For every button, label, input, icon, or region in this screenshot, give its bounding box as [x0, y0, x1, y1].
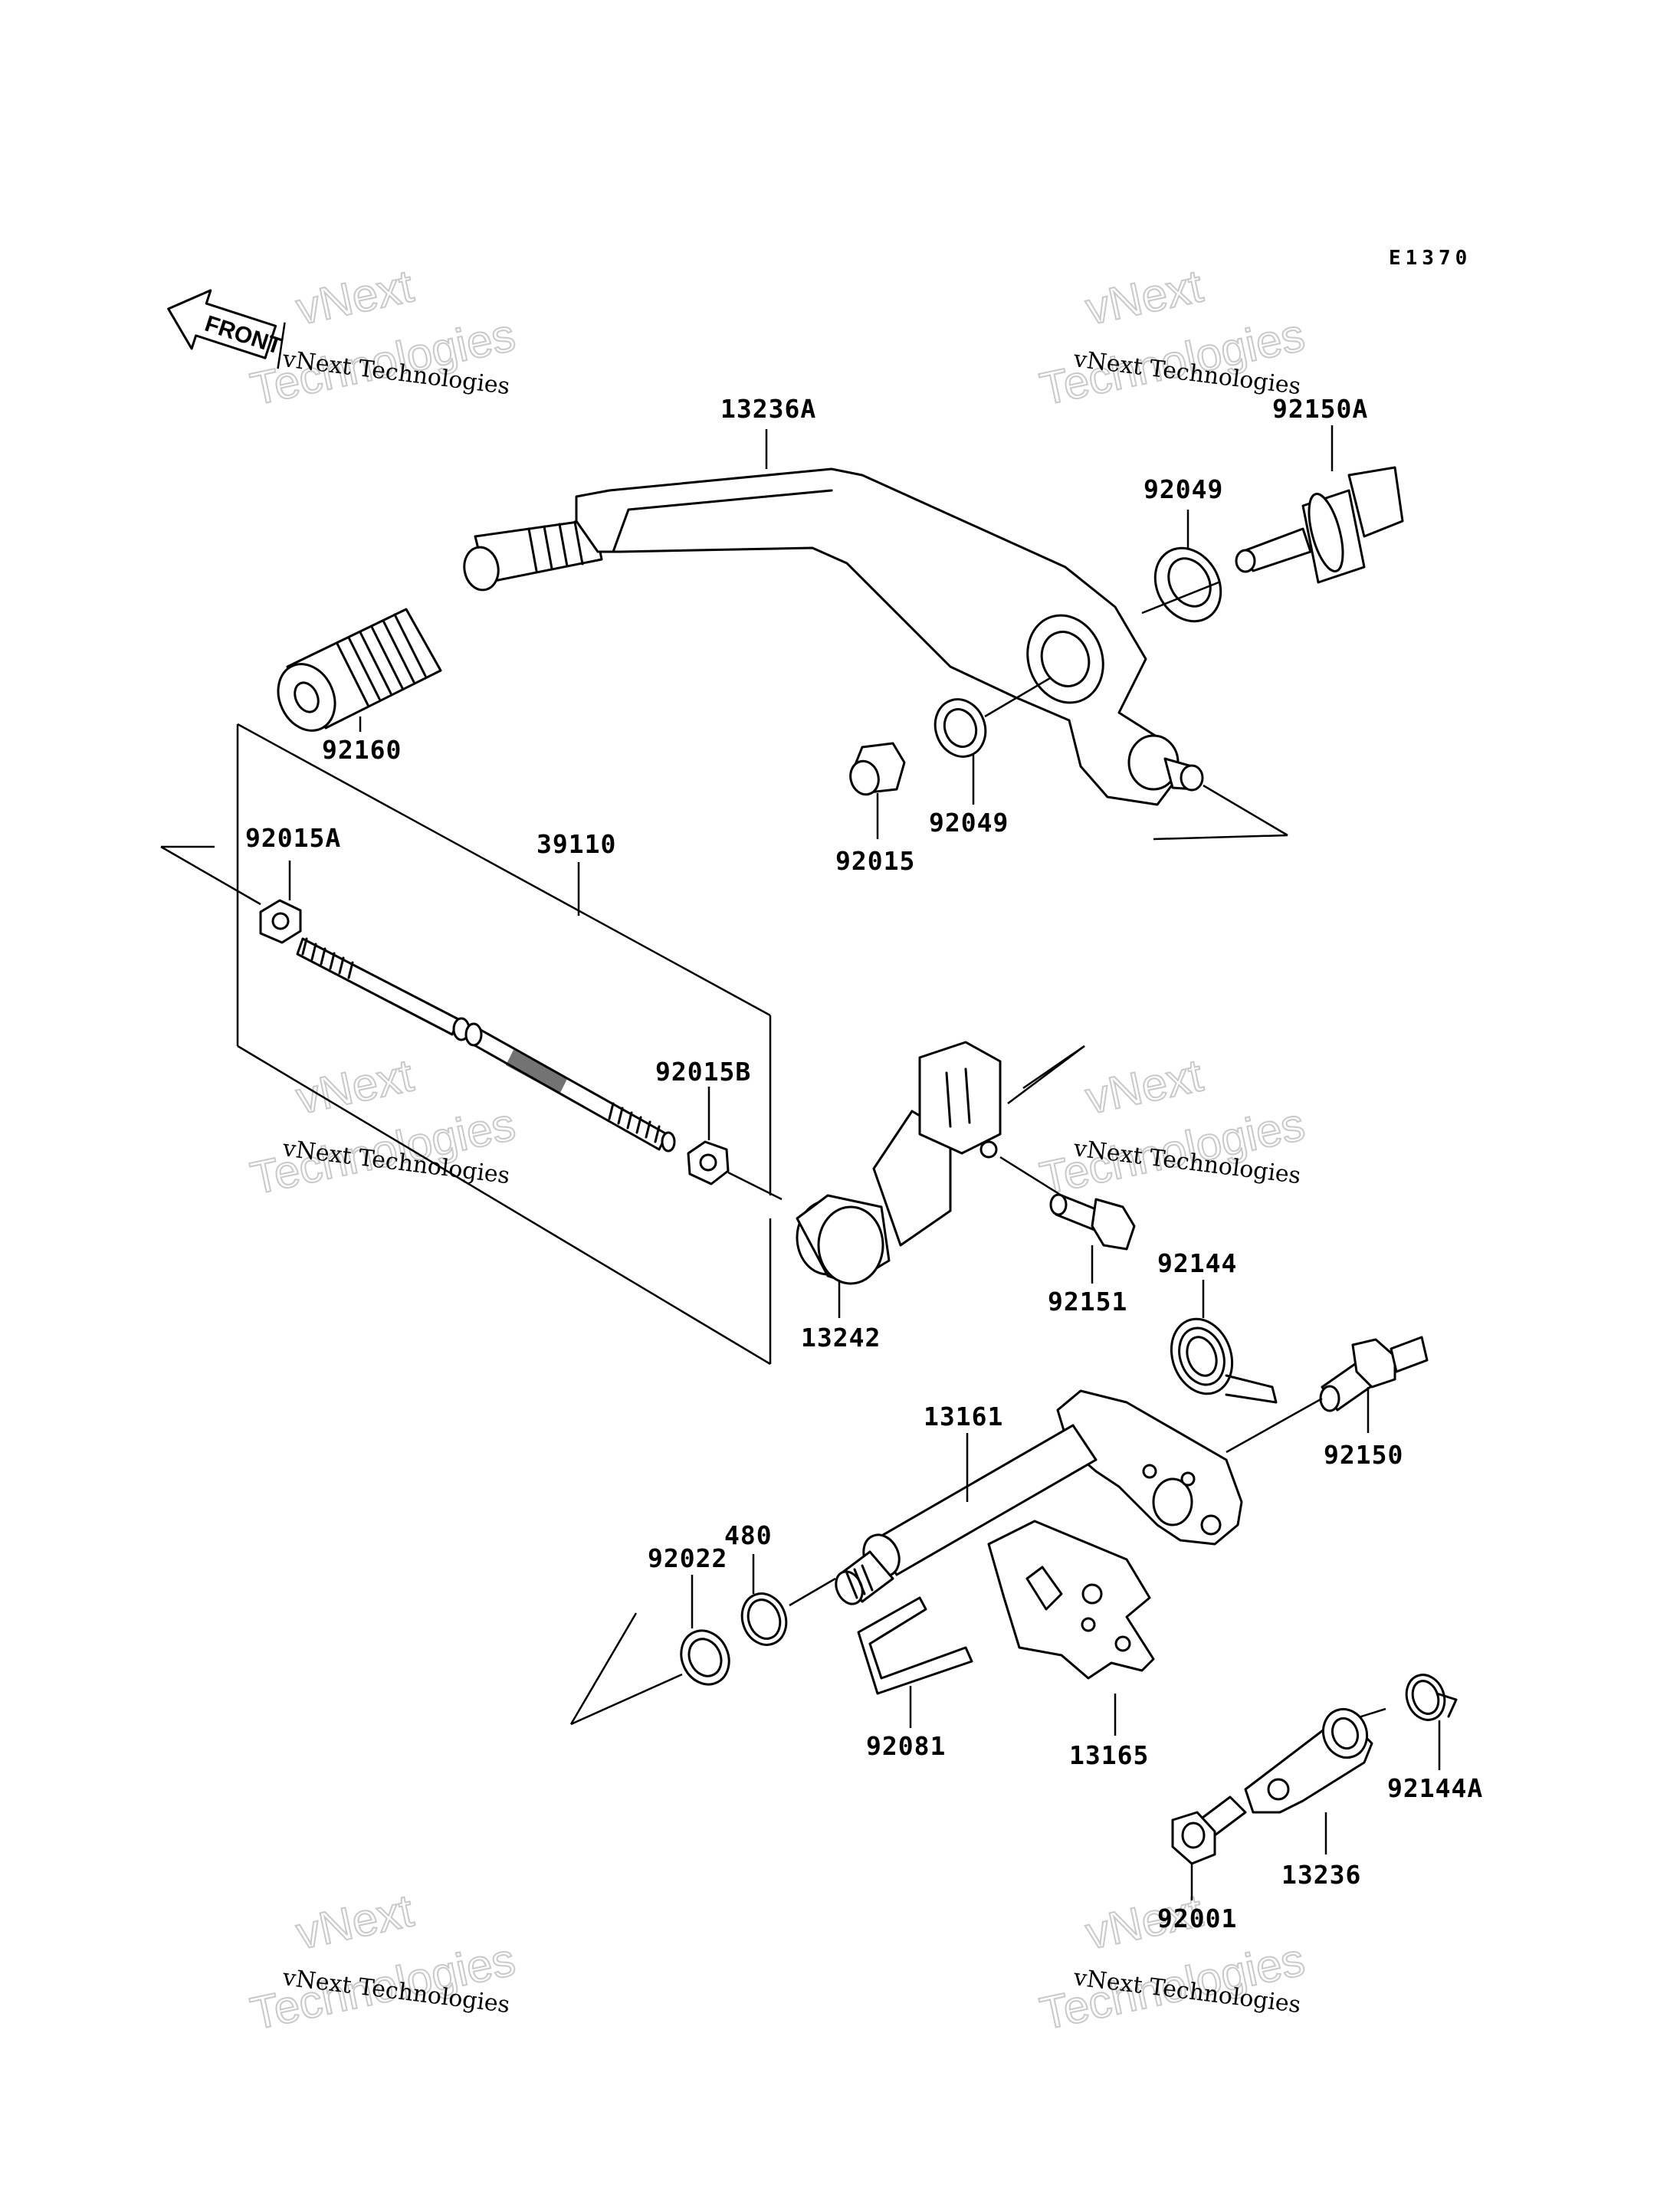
watermark-big-1: vNext	[292, 1049, 418, 1123]
part-label-480: 480	[724, 1520, 773, 1550]
washer-92049-upper	[1153, 546, 1222, 623]
tie-rod-frame	[236, 723, 772, 1366]
diagram-code: E1370	[1389, 247, 1472, 270]
part-label-92144: 92144	[1157, 1248, 1237, 1278]
tie-rod-39110	[296, 937, 676, 1153]
washer-92022	[680, 1629, 730, 1686]
bolt-92150A	[1235, 466, 1404, 584]
shift-lever-13242	[796, 1041, 1002, 1285]
part-label-13236: 13236	[1281, 1860, 1361, 1890]
part-label-92150: 92150	[1324, 1440, 1403, 1470]
part-label-13236A: 13236A	[720, 394, 816, 424]
shift-shaft-13161	[835, 1389, 1243, 1605]
pedal-rubber-92160	[277, 608, 442, 732]
nut-92015A	[259, 899, 302, 944]
spring-92144A	[1405, 1674, 1458, 1721]
part-label-13165: 13165	[1069, 1740, 1149, 1770]
part-label-92150A: 92150A	[1272, 394, 1368, 424]
washer-92049-lower	[934, 698, 987, 758]
part-label-92015A: 92015A	[245, 823, 341, 853]
watermark-big-1: vNext	[292, 1884, 418, 1959]
part-label-92049-upper: 92049	[1144, 474, 1223, 504]
part-label-92001: 92001	[1157, 1904, 1237, 1933]
bolt-92151	[1049, 1193, 1136, 1251]
bolt-92001	[1171, 1795, 1247, 1865]
cap-nut-92015	[849, 742, 906, 796]
part-label-39110: 39110	[536, 829, 616, 859]
part-label-92081: 92081	[866, 1731, 946, 1761]
part-label-92160: 92160	[322, 735, 402, 765]
part-label-92022: 92022	[648, 1543, 727, 1573]
nut-92015B	[687, 1140, 730, 1185]
arm-13236	[1244, 1707, 1373, 1814]
part-label-13161: 13161	[924, 1402, 1003, 1431]
part-label-92144A: 92144A	[1387, 1773, 1483, 1803]
guide-92081	[857, 1596, 973, 1695]
part-label-92015B: 92015B	[655, 1057, 751, 1087]
plate-13165	[987, 1520, 1155, 1680]
watermark-big-1: vNext	[1081, 260, 1207, 334]
watermark-big-1: vNext	[1081, 1049, 1207, 1123]
shift-pedal	[463, 467, 1204, 806]
part-label-92151: 92151	[1048, 1287, 1127, 1317]
part-label-92049-lower: 92049	[929, 808, 1009, 838]
watermark-big-1: vNext	[292, 260, 418, 334]
bolt-92150	[1319, 1336, 1429, 1412]
part-label-13242: 13242	[801, 1323, 881, 1353]
circlip-480	[740, 1592, 788, 1646]
part-label-92015: 92015	[835, 846, 915, 876]
spring-92144	[1170, 1317, 1278, 1404]
